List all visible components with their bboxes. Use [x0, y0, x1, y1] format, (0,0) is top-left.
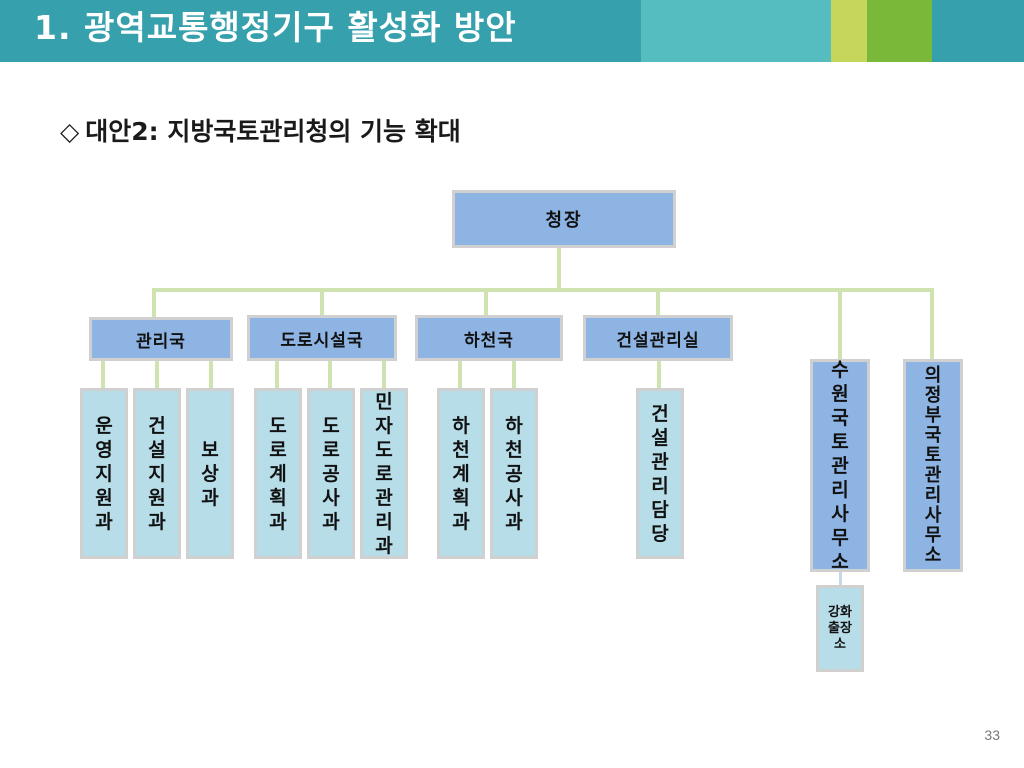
- org-office-suwon: 수원국토관리사무소: [810, 359, 870, 573]
- connector: [656, 288, 660, 316]
- connector: [275, 360, 279, 389]
- org-bureau-road: 도로시설국: [247, 315, 397, 361]
- org-chief-box: 청장: [452, 190, 676, 248]
- org-section: 하천계획과: [437, 388, 485, 559]
- org-sub-office-ganghwa: 강화출장소: [816, 585, 864, 672]
- connector: [557, 247, 561, 290]
- org-section: 민자도로관리과: [360, 388, 408, 559]
- org-section: 운영지원과: [80, 388, 128, 559]
- connector: [512, 360, 516, 389]
- connector: [209, 360, 213, 389]
- connector: [382, 360, 386, 389]
- org-office-uijeongbu: 의정부국토관리사무소: [903, 359, 963, 572]
- connector: [152, 288, 934, 292]
- page-title: 1. 광역교통행정기구 활성화 방안: [34, 8, 517, 47]
- diamond-bullet-icon: ◇: [60, 117, 80, 146]
- connector: [484, 288, 488, 316]
- org-section: 건설관리담당: [636, 388, 684, 559]
- connector: [458, 360, 462, 389]
- connector: [839, 571, 842, 587]
- page-number: 33: [984, 727, 1000, 743]
- connector: [101, 360, 105, 389]
- org-bureau-construction: 건설관리실: [583, 315, 733, 361]
- connector: [328, 360, 332, 389]
- org-section: 보상과: [186, 388, 234, 559]
- org-section: 하천공사과: [490, 388, 538, 559]
- subtitle: ◇대안2: 지방국토관리청의 기능 확대: [60, 112, 461, 152]
- header-accent-teal: [641, 0, 831, 62]
- connector: [152, 288, 156, 318]
- connector: [657, 360, 661, 389]
- org-section: 도로계획과: [254, 388, 302, 559]
- org-bureau-management: 관리국: [89, 317, 233, 361]
- header-accent-yellow: [831, 0, 867, 62]
- header-accent-green: [867, 0, 932, 62]
- org-section: 도로공사과: [307, 388, 355, 559]
- connector: [320, 288, 324, 316]
- connector: [838, 288, 842, 360]
- org-bureau-river: 하천국: [415, 315, 563, 361]
- subtitle-text: 대안2: 지방국토관리청의 기능 확대: [85, 117, 461, 146]
- org-section: 건설지원과: [133, 388, 181, 559]
- connector: [930, 288, 934, 360]
- connector: [155, 360, 159, 389]
